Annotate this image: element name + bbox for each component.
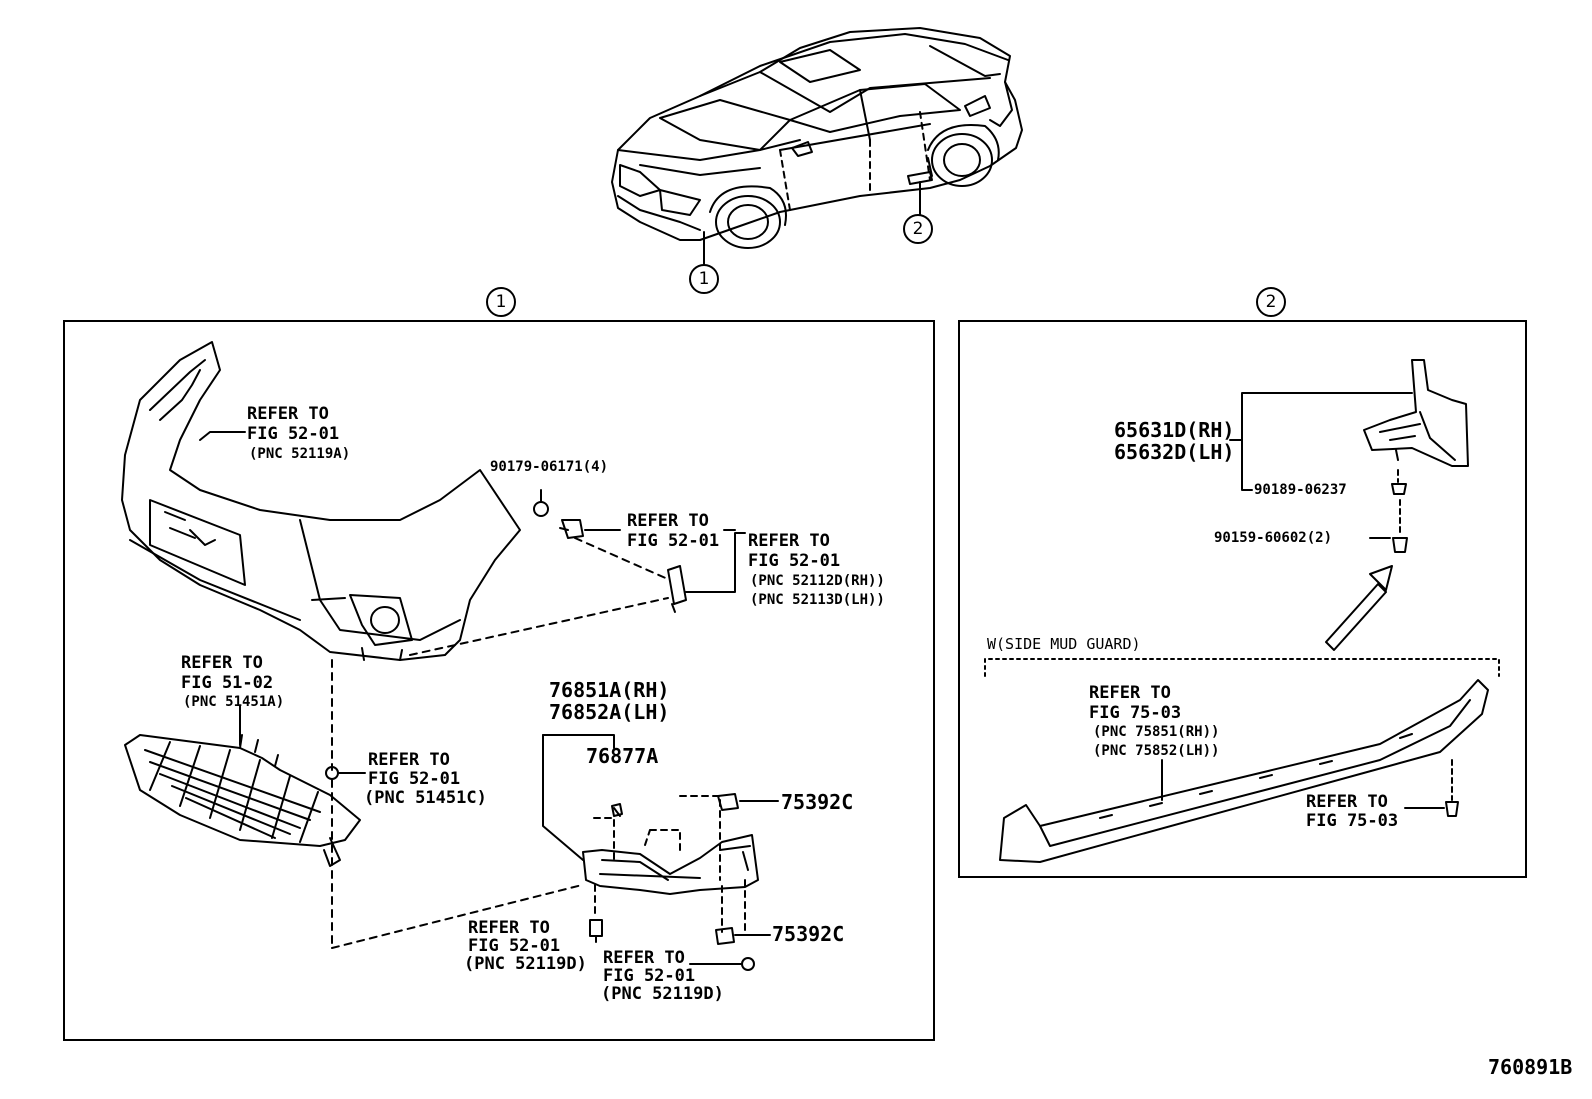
label-undercover-ref-3: (PNC 51451A) [183,694,285,710]
leader-mudguard [1229,392,1413,491]
label-bumper-ref-2: FIG 52-01 [247,424,340,444]
panel-side-mud-guard [958,320,1527,878]
label-screw-7503-2: FIG 75-03 [1306,811,1399,831]
clip-part [559,519,621,539]
label-rocker-ref-2: FIG 75-03 [1089,703,1182,723]
label-retainer-ref-3: (PNC 52112D(RH)) [750,573,885,589]
label-screw-7503-1: REFER TO [1306,792,1388,812]
label-mudguard-lh: 65632D(LH) [1114,440,1235,464]
screw-90159 [1369,537,1408,553]
label-screw-ref-2: FIG 52-01 [368,769,461,789]
label-undercover-ref-1: REFER TO [181,653,263,673]
screw-51451c [325,766,366,780]
fastener-75392c-top [717,793,779,811]
bolt-52119d-1 [589,919,603,943]
callout-car-side: 2 [903,214,933,244]
label-part-90179: 90179-06171(4) [490,459,609,475]
label-bolt-ref1-2: FIG 52-01 [468,936,561,956]
clip-76877a [611,803,623,817]
callout-panel-left: 1 [486,287,516,317]
bolt-52119d-2 [689,957,755,971]
label-retainer-ref-1: REFER TO [748,531,830,551]
label-part-75392c-top: 75392C [781,790,854,814]
engine-undercover-illustration [124,705,361,867]
bumper-cover-illustration [121,341,521,661]
label-side-mud-guard: W(SIDE MUD GUARD) [987,635,1141,653]
leader-bumper-ref [199,431,246,441]
label-undercover-ref-2: FIG 51-02 [181,673,274,693]
label-clip-ref-1: REFER TO [627,511,709,531]
label-bumper-ref-1: REFER TO [247,404,329,424]
label-part-90189: 90189-06237 [1254,482,1347,498]
label-bolt-ref1-1: REFER TO [468,918,550,938]
diagram-id: 760891B [1488,1055,1573,1079]
label-retainer-ref-2: FIG 52-01 [748,551,841,571]
label-rocker-ref-3: (PNC 75851(RH)) [1093,724,1220,740]
label-rocker-ref-1: REFER TO [1089,683,1171,703]
leader-spoiler [542,734,584,861]
front-spoiler-illustration [582,834,759,895]
mud-guard-illustration [1363,359,1469,467]
label-spoiler-lh: 76852A(LH) [549,700,670,724]
label-mudguard-rh: 65631D(RH) [1114,418,1235,442]
label-part-90159: 90159-60602(2) [1214,530,1333,546]
callout-car-front: 1 [689,264,719,294]
label-screw-ref-3: (PNC 51451C) [364,788,487,808]
screw-75-03 [1404,801,1459,817]
label-bolt-ref1-3: (PNC 52119D) [464,954,587,974]
retainer-part [667,529,746,613]
callout-panel-right: 2 [1256,287,1286,317]
label-spoiler-rh: 76851A(RH) [549,678,670,702]
label-bolt-ref2-3: (PNC 52119D) [601,984,724,1004]
rocker-panel-illustration [999,679,1489,863]
direction-arrow [1325,565,1393,651]
side-mud-guard-bracket [984,658,1500,677]
label-part-75392c-bottom: 75392C [772,922,845,946]
label-bumper-ref-3: (PNC 52119A) [249,446,351,462]
car-illustration [611,27,1023,265]
label-clip-ref-2: FIG 52-01 [627,531,720,551]
panel-front-bumper [63,320,935,1041]
label-bolt-ref2-1: REFER TO [603,948,685,968]
fastener-75392c-bottom [715,927,771,945]
label-part-76877a: 76877A [586,744,659,768]
label-bolt-ref2-2: FIG 52-01 [603,966,696,986]
nut-90179 [533,489,549,517]
label-retainer-ref-4: (PNC 52113D(LH)) [750,592,885,608]
label-screw-ref-1: REFER TO [368,750,450,770]
nut-90189 [1391,483,1407,495]
label-rocker-ref-4: (PNC 75852(LH)) [1093,743,1220,759]
